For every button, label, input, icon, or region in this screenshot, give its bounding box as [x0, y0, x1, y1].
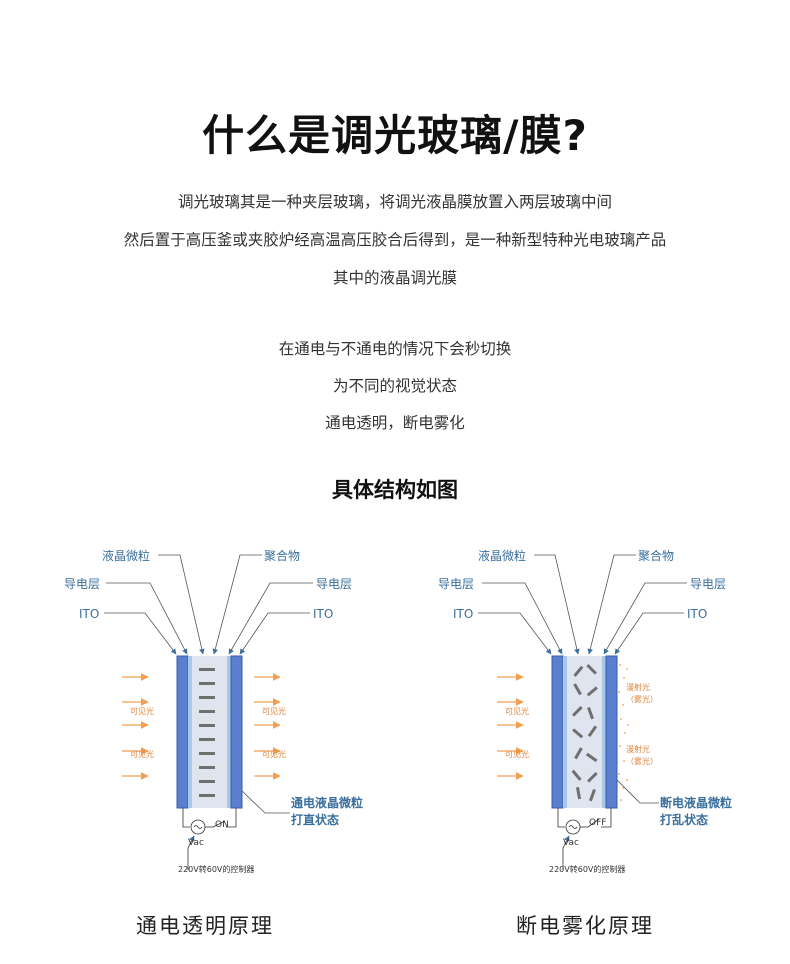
label-polymer-r: 聚合物 [638, 548, 674, 563]
scatter-label-1a: 漫射光 [626, 682, 650, 692]
vac-off: Vac [563, 838, 579, 848]
structure-diagrams: 液晶微粒 导电层 ITO 聚合物 导电层 ITO [64, 548, 732, 874]
lc-film [192, 656, 227, 808]
caption-on: 通电透明原理 [136, 914, 274, 938]
circuit-off [557, 808, 612, 870]
conductive-right [227, 656, 231, 808]
glass-right-r [605, 655, 618, 809]
visible-light-in-2: 可见光 [130, 749, 154, 759]
leader-lines [104, 554, 313, 814]
intro-line-1: 调光玻璃其是一种夹层玻璃，将调光液晶膜放置入两层玻璃中间 [177, 193, 612, 211]
visible-light-in-1-r: 可见光 [505, 706, 529, 716]
switch-off: OFF [589, 818, 606, 828]
light-arrows-r [497, 673, 524, 780]
glass-left [176, 655, 189, 809]
state-label-off-2: 打乱状态 [660, 812, 708, 827]
state-line-2: 为不同的视觉状态 [332, 377, 457, 395]
leader-lines-r [478, 554, 687, 804]
conductive-right-r [602, 656, 606, 808]
label-conductive-left-r: 导电层 [438, 577, 474, 591]
state-line-3: 通电透明，断电雾化 [325, 414, 465, 432]
scatter-label-1b: （雾光） [626, 694, 658, 704]
label-polymer: 聚合物 [264, 548, 300, 563]
label-conductive-right-r: 导电层 [690, 577, 726, 591]
label-ito-right: ITO [313, 607, 333, 621]
label-liquid-crystal-r: 液晶微粒 [478, 548, 526, 563]
visible-light-out-1: 可见光 [262, 706, 286, 716]
intro-line-2: 然后置于高压釜或夹胶炉经高温高压胶合后得到，是一种新型特种光电玻璃产品 [123, 231, 667, 249]
label-ito-right-r: ITO [687, 607, 707, 621]
structure-subtitle: 具体结构如图 [332, 478, 458, 502]
diagram-off: 液晶微粒 导电层 ITO 聚合物 导电层 ITO [438, 548, 732, 874]
state-label-off-1: 断电液晶微粒 [660, 795, 732, 810]
visible-light-in-2-r: 可见光 [505, 749, 529, 759]
label-ito-left-r: ITO [453, 607, 473, 621]
controller-off: 220V转60V的控制器 [549, 864, 625, 874]
switch-on: ON [215, 820, 229, 830]
label-liquid-crystal: 液晶微粒 [102, 548, 150, 563]
state-label-on-2: 打直状态 [291, 812, 339, 827]
scatter-label-2a: 漫射光 [626, 744, 650, 754]
label-conductive-left: 导电层 [64, 577, 100, 591]
scrambled-particles [571, 664, 598, 802]
state-label-on-1: 通电液晶微粒 [291, 795, 363, 810]
circuit-on [182, 808, 237, 870]
lc-film-r [567, 656, 602, 808]
conductive-left-r [563, 656, 567, 808]
glass-left-r [551, 655, 564, 809]
scatter-label-2b: （雾光） [626, 756, 658, 766]
aligned-particles [199, 668, 215, 797]
state-line-1: 在通电与不通电的情况下会秒切换 [278, 340, 512, 358]
visible-light-out-2: 可见光 [262, 749, 286, 759]
label-conductive-right: 导电层 [316, 577, 352, 591]
intro-line-3: 其中的液晶调光膜 [332, 269, 457, 287]
label-ito-left: ITO [79, 607, 99, 621]
diagram-on: 液晶微粒 导电层 ITO 聚合物 导电层 ITO [64, 548, 363, 874]
scattered-light [618, 664, 629, 801]
controller-on: 220V转60V的控制器 [178, 864, 254, 874]
vac-on: Vac [188, 838, 204, 848]
conductive-left [188, 656, 192, 808]
page-title: 什么是调光玻璃/膜? [202, 111, 588, 160]
light-arrows [122, 673, 281, 780]
glass-right [230, 655, 243, 809]
caption-off: 断电雾化原理 [516, 914, 654, 938]
visible-light-in-1: 可见光 [130, 706, 154, 716]
